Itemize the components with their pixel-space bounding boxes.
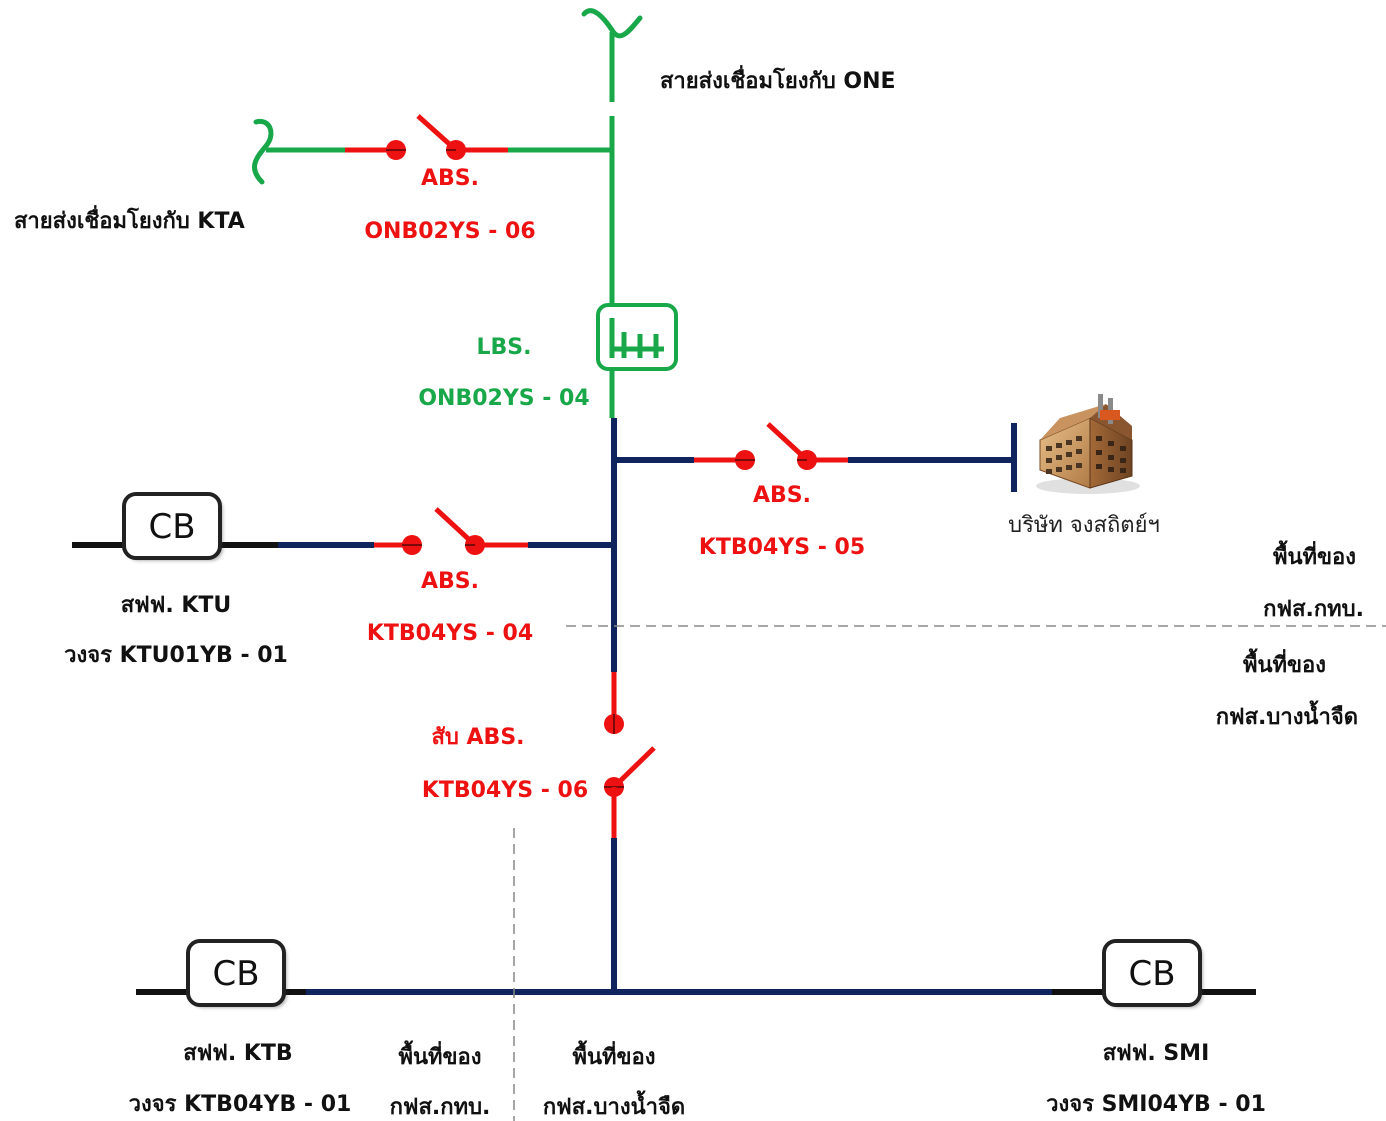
cb-symbol-label: CB bbox=[148, 507, 195, 547]
smi-station-label: สฟฟ. SMI bbox=[1103, 1041, 1210, 1066]
abs-switch-ktb04ys-05[interactable] bbox=[694, 422, 848, 470]
kta-line-end-hook-icon bbox=[251, 118, 274, 185]
abs-ktb04ys-05-id: KTB04YS - 05 bbox=[699, 535, 865, 560]
ktb-circuit-label: วงจร KTB04YB - 01 bbox=[129, 1092, 352, 1117]
circuit-breaker-ktb[interactable]: CB bbox=[136, 939, 306, 1008]
abs-ktb04ys-04-id: KTB04YS - 04 bbox=[367, 621, 533, 646]
main-feeder-line bbox=[296, 418, 1056, 995]
ktu-circuit-label: วงจร KTU01YB - 01 bbox=[64, 643, 288, 668]
abs-ktb04ys-05-type: ABS. bbox=[753, 483, 811, 508]
area-office-bnj-lower: กฟส.บางน้ำจืด bbox=[543, 1090, 685, 1120]
area-label-ktb-lower: พื้นที่ของ bbox=[398, 1040, 481, 1070]
factory-icon bbox=[1036, 394, 1140, 494]
kta-tie-line bbox=[251, 118, 612, 185]
abs-ktb04ys-04-type: ABS. bbox=[421, 569, 479, 594]
ktu-station-label: สฟฟ. KTU bbox=[121, 593, 232, 618]
abs-ktb04ys-06-type: สับ ABS. bbox=[431, 725, 524, 750]
area-label-bnj-upper: พื้นที่ของ bbox=[1243, 648, 1326, 678]
lbs-type: LBS. bbox=[477, 335, 532, 360]
area-label-bnj-lower: พื้นที่ของ bbox=[572, 1040, 655, 1070]
abs-switch-ktb04ys-06[interactable] bbox=[604, 672, 656, 838]
abs-onb02ys-06-id: ONB02YS - 06 bbox=[364, 219, 535, 244]
kta-tie-label: สายส่งเชื่อมโยงกับ KTA bbox=[14, 204, 245, 234]
abs-switch-ktb04ys-04[interactable] bbox=[374, 507, 528, 555]
abs-switch-onb02ys-06[interactable] bbox=[345, 114, 508, 160]
cb-symbol-label: CB bbox=[212, 954, 259, 994]
cb-symbol-label: CB bbox=[1128, 954, 1175, 994]
lbs-switch-onb02ys-04[interactable] bbox=[596, 303, 678, 371]
area-label-ktb-upper: พื้นที่ของ bbox=[1273, 540, 1356, 570]
abs-ktb04ys-06-id: KTB04YS - 06 bbox=[422, 778, 588, 803]
one-line-end-hook-icon bbox=[581, 8, 643, 39]
factory-branch-line bbox=[614, 423, 1017, 492]
lbs-id: ONB02YS - 04 bbox=[418, 386, 589, 411]
ktb-station-label: สฟฟ. KTB bbox=[183, 1041, 292, 1066]
circuit-breaker-ktu[interactable]: CB bbox=[72, 492, 278, 561]
area-office-ktb-lower: กฟส.กทบ. bbox=[390, 1095, 491, 1120]
area-office-ktb-upper: กฟส.กทบ. bbox=[1263, 597, 1364, 622]
abs-onb02ys-06-type: ABS. bbox=[421, 166, 479, 191]
smi-circuit-label: วงจร SMI04YB - 01 bbox=[1046, 1092, 1266, 1117]
area-office-bnj-upper: กฟส.บางน้ำจืด bbox=[1216, 700, 1358, 730]
one-tie-label: สายส่งเชื่อมโยงกับ ONE bbox=[660, 64, 896, 94]
factory-label: บริษัท จงสถิตย์ฯ bbox=[1008, 513, 1160, 538]
circuit-breaker-smi[interactable]: CB bbox=[1052, 939, 1256, 1008]
